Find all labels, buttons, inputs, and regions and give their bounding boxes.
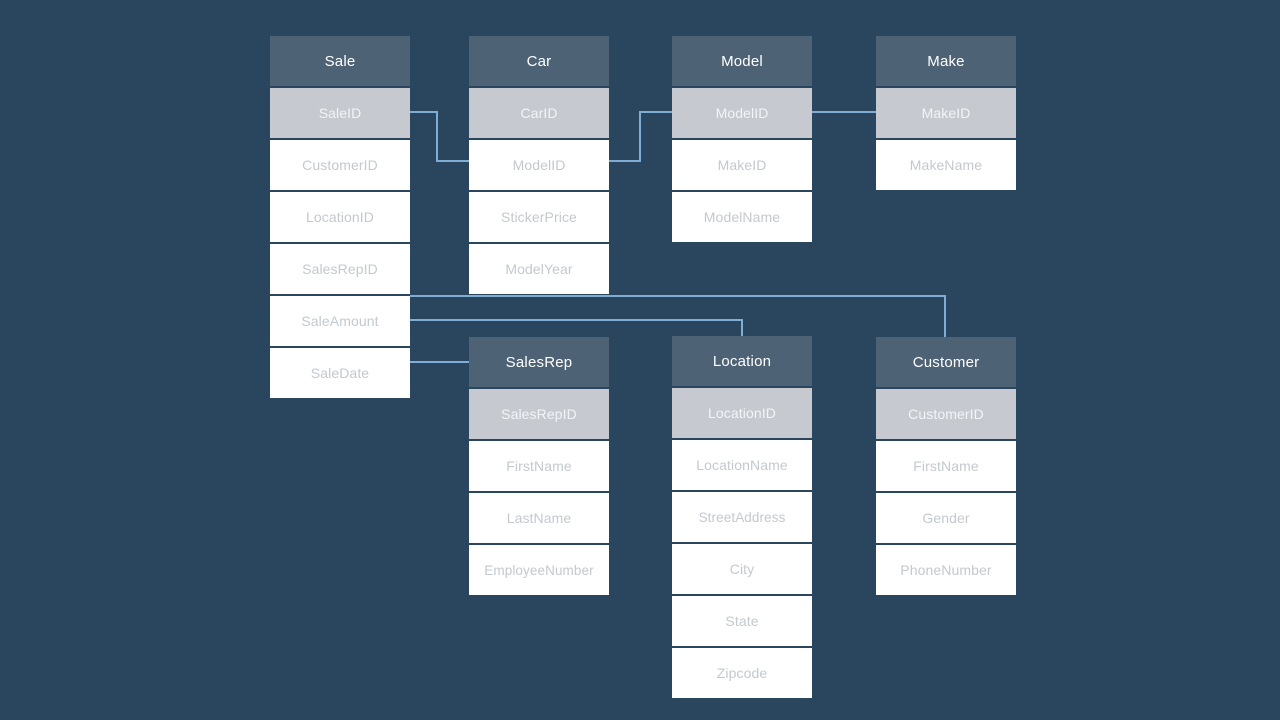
field-phonenumber[interactable]: PhoneNumber [876, 545, 1016, 595]
field-makeid[interactable]: MakeID [672, 140, 812, 190]
field-modelid[interactable]: ModelID [469, 140, 609, 190]
field-firstname[interactable]: FirstName [469, 441, 609, 491]
field-lastname[interactable]: LastName [469, 493, 609, 543]
field-city[interactable]: City [672, 544, 812, 594]
field-makename[interactable]: MakeName [876, 140, 1016, 190]
field-customerid[interactable]: CustomerID [876, 389, 1016, 439]
field-saledate[interactable]: SaleDate [270, 348, 410, 398]
field-modelname[interactable]: ModelName [672, 192, 812, 242]
field-saleamount[interactable]: SaleAmount [270, 296, 410, 346]
relationship-line [410, 319, 743, 336]
field-zipcode[interactable]: Zipcode [672, 648, 812, 698]
field-locationid[interactable]: LocationID [672, 388, 812, 438]
relationship-line [410, 111, 469, 162]
relationship-line [410, 295, 946, 337]
entity-title-customer: Customer [876, 337, 1016, 387]
entity-title-sale: Sale [270, 36, 410, 86]
entity-title-location: Location [672, 336, 812, 386]
field-customerid[interactable]: CustomerID [270, 140, 410, 190]
relationship-line [609, 111, 672, 162]
entity-title-make: Make [876, 36, 1016, 86]
entity-title-model: Model [672, 36, 812, 86]
field-salesrepid[interactable]: SalesRepID [469, 389, 609, 439]
field-carid[interactable]: CarID [469, 88, 609, 138]
field-modelyear[interactable]: ModelYear [469, 244, 609, 294]
field-employeenumber[interactable]: EmployeeNumber [469, 545, 609, 595]
field-locationid[interactable]: LocationID [270, 192, 410, 242]
field-state[interactable]: State [672, 596, 812, 646]
field-locationname[interactable]: LocationName [672, 440, 812, 490]
field-stickerprice[interactable]: StickerPrice [469, 192, 609, 242]
field-makeid[interactable]: MakeID [876, 88, 1016, 138]
field-firstname[interactable]: FirstName [876, 441, 1016, 491]
field-saleid[interactable]: SaleID [270, 88, 410, 138]
field-modelid[interactable]: ModelID [672, 88, 812, 138]
field-gender[interactable]: Gender [876, 493, 1016, 543]
entity-title-salesrep: SalesRep [469, 337, 609, 387]
entity-title-car: Car [469, 36, 609, 86]
field-salesrepid[interactable]: SalesRepID [270, 244, 410, 294]
field-streetaddress[interactable]: StreetAddress [672, 492, 812, 542]
